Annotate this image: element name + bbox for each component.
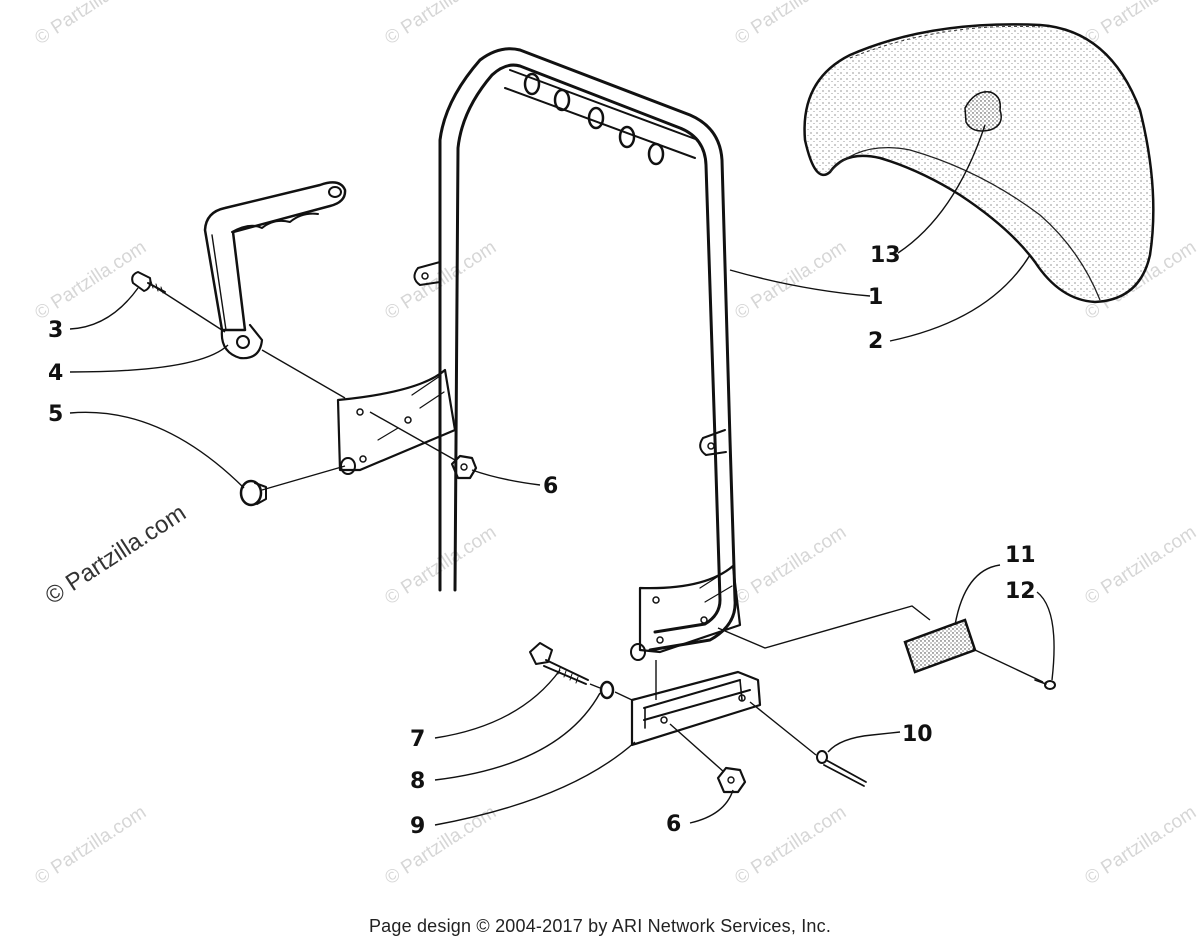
callout-12: 12 (1005, 579, 1036, 604)
watermark: © Partzilla.com (1081, 522, 1200, 609)
watermark: © Partzilla.com (31, 0, 150, 49)
pin-10 (816, 750, 867, 787)
washer-8 (599, 680, 615, 700)
watermark: © Partzilla.com (731, 522, 850, 609)
watermark-large: © Partzilla.com (41, 499, 191, 610)
nut-6-upper (450, 454, 478, 480)
callout-7: 7 (410, 727, 425, 752)
page-footer: Page design © 2004-2017 by ARI Network S… (368, 916, 832, 936)
frame-holes (523, 72, 665, 166)
nut-6-lower (716, 766, 747, 794)
mount-bracket-9 (630, 670, 762, 747)
callout-3: 3 (48, 318, 63, 343)
callout-2: 2 (868, 329, 883, 354)
watermark: © Partzilla.com (731, 237, 850, 324)
watermark: © Partzilla.com (731, 0, 850, 49)
callout-9: 9 (410, 814, 425, 839)
callout-10: 10 (902, 722, 933, 747)
watermark: © Partzilla.com (1081, 0, 1200, 49)
assembly-lines (154, 286, 1044, 773)
watermark: © Partzilla.com (1081, 802, 1200, 889)
callout-8: 8 (410, 769, 425, 794)
callout-4: 4 (48, 361, 63, 386)
callout-6-upper: 6 (543, 474, 558, 499)
callout-13: 13 (870, 243, 901, 268)
handle-bracket (203, 181, 347, 360)
callout-leaders (69, 124, 1055, 826)
cap-5 (239, 479, 267, 507)
backrest-pad (803, 23, 1155, 304)
watermark: © Partzilla.com (381, 0, 500, 49)
callout-labels: 1 2 3 4 5 6 6 7 8 9 10 11 12 13 (48, 243, 1036, 839)
callout-11: 11 (1005, 543, 1036, 568)
bolt-7 (529, 642, 589, 685)
screw-12 (1034, 679, 1056, 690)
watermark: © Partzilla.com (31, 802, 150, 889)
watermark: © Partzilla.com (731, 802, 850, 889)
callout-5: 5 (48, 402, 63, 427)
reflector-11 (903, 618, 977, 674)
callout-1: 1 (868, 285, 883, 310)
callout-6-lower: 6 (666, 812, 681, 837)
backrest-frame (336, 47, 742, 661)
